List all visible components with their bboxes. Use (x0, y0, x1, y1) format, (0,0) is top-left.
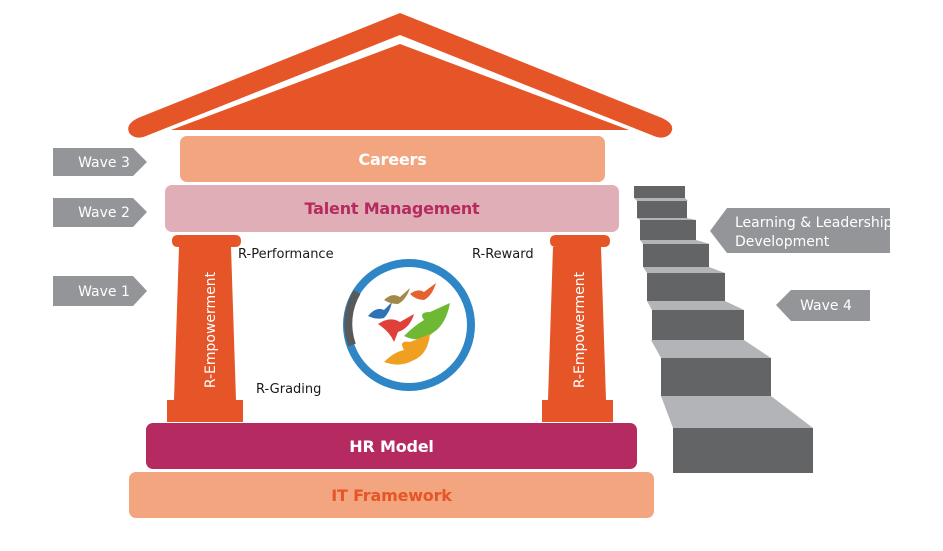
stair-riser (637, 201, 687, 218)
stair-riser (661, 358, 771, 396)
it-framework-label: IT Framework (331, 485, 452, 505)
left-pillar-label: R-Empowerment (203, 271, 219, 388)
bird-yellow-icon (384, 334, 430, 365)
stair-tread (647, 301, 744, 310)
bird-olive-icon (384, 288, 410, 304)
learning-callout-line2: Development (735, 234, 830, 250)
left-pillar-shape (167, 235, 243, 422)
bird-green-icon (404, 303, 450, 340)
stair-riser (652, 310, 744, 340)
logo-ring-accent (344, 289, 361, 347)
wave2-tag: Wave 2 (53, 198, 147, 227)
wave1-tag: Wave 1 (53, 276, 147, 306)
hr-model-label: HR Model (349, 436, 434, 456)
r-grading-label: R-Grading (256, 382, 322, 397)
learning-callout-shape (710, 208, 890, 253)
learning-leadership-callout: Learning & Leadership Development (710, 208, 893, 253)
birds-circle-logo-icon (343, 259, 475, 391)
right-pillar-label: R-Empowerment (572, 271, 588, 388)
careers-label: Careers (358, 149, 427, 169)
stair-tread (643, 267, 725, 273)
stair-riser (643, 244, 709, 267)
bird-blue-icon (368, 302, 392, 319)
it-framework-bar: IT Framework (129, 472, 654, 518)
wave4-tag: Wave 4 (776, 290, 870, 321)
roof (128, 13, 673, 138)
r-performance-label: R-Performance (238, 247, 334, 262)
logo-ring (343, 259, 475, 391)
wave3-arrow-shape (53, 148, 147, 176)
staircase (634, 186, 813, 473)
wave2-arrow-shape (53, 198, 147, 227)
stair-riser (647, 273, 725, 301)
wave4-arrow-shape (776, 290, 870, 321)
stair-riser (634, 186, 685, 198)
talent-management-bar: Talent Management (165, 185, 619, 232)
stair-riser (640, 220, 696, 240)
wave1-arrow-shape (53, 276, 147, 306)
roof-gable (171, 44, 629, 130)
stair-tread (640, 240, 710, 244)
talent-management-label: Talent Management (304, 199, 480, 218)
bird-orange-small-icon (410, 283, 436, 300)
left-pillar: R-Empowerment (167, 235, 243, 422)
stair-tread (634, 198, 688, 201)
right-pillar: R-Empowerment (542, 235, 613, 422)
stair-tread (651, 340, 771, 358)
wave2-label: Wave 2 (78, 205, 130, 221)
wave3-tag: Wave 3 (53, 148, 147, 176)
wave1-label: Wave 1 (78, 284, 130, 300)
wave4-label: Wave 4 (800, 298, 852, 314)
stair-tread (637, 218, 696, 220)
bird-red-icon (378, 314, 414, 342)
learning-callout-line1: Learning & Leadership (735, 215, 893, 231)
stair-tread (661, 396, 813, 428)
right-pillar-shape (542, 235, 613, 422)
stair-riser (673, 428, 813, 473)
r-reward-label: R-Reward (472, 247, 534, 262)
careers-bar: Careers (180, 136, 605, 182)
wave3-label: Wave 3 (78, 155, 130, 171)
hr-model-bar: HR Model (146, 423, 637, 469)
